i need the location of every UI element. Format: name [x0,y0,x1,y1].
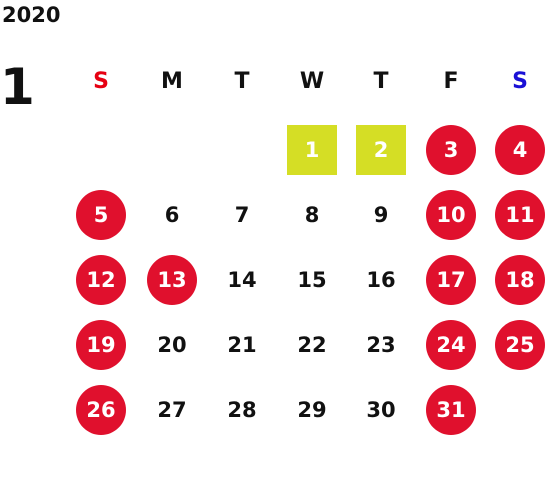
weekday-header-tuesday: T [234,69,250,94]
day-cell-25[interactable]: 25 [495,320,545,370]
day-cell-6[interactable]: 6 [164,203,180,227]
day-cell-7[interactable]: 7 [234,203,250,227]
day-cell-12[interactable]: 12 [76,255,126,305]
weekday-header-sunday: S [93,69,109,94]
day-cell-30[interactable]: 30 [366,398,396,422]
year-label: 2020 [2,3,61,27]
month-number: 1 [0,58,35,116]
day-cell-22[interactable]: 22 [297,333,327,357]
weekday-header-wednesday: W [299,69,325,94]
day-cell-9[interactable]: 9 [373,203,389,227]
day-cell-5[interactable]: 5 [76,190,126,240]
day-cell-24[interactable]: 24 [426,320,476,370]
day-cell-31[interactable]: 31 [426,385,476,435]
day-cell-3[interactable]: 3 [426,125,476,175]
day-cell-27[interactable]: 27 [157,398,187,422]
day-cell-16[interactable]: 16 [366,268,396,292]
day-cell-19[interactable]: 19 [76,320,126,370]
day-cell-28[interactable]: 28 [227,398,257,422]
day-cell-1[interactable]: 1 [287,125,337,175]
day-cell-15[interactable]: 15 [297,268,327,292]
day-cell-18[interactable]: 18 [495,255,545,305]
day-cell-13[interactable]: 13 [147,255,197,305]
day-cell-8[interactable]: 8 [304,203,320,227]
day-cell-21[interactable]: 21 [227,333,257,357]
day-cell-10[interactable]: 10 [426,190,476,240]
day-cell-4[interactable]: 4 [495,125,545,175]
weekday-header-thursday: T [373,69,389,94]
weekday-header-monday: M [161,69,183,94]
day-cell-23[interactable]: 23 [366,333,396,357]
day-cell-11[interactable]: 11 [495,190,545,240]
day-cell-29[interactable]: 29 [297,398,327,422]
day-cell-14[interactable]: 14 [227,268,257,292]
day-cell-26[interactable]: 26 [76,385,126,435]
day-cell-20[interactable]: 20 [157,333,187,357]
day-cell-2[interactable]: 2 [356,125,406,175]
day-cell-17[interactable]: 17 [426,255,476,305]
weekday-header-saturday: S [512,69,528,94]
weekday-header-friday: F [443,69,459,94]
